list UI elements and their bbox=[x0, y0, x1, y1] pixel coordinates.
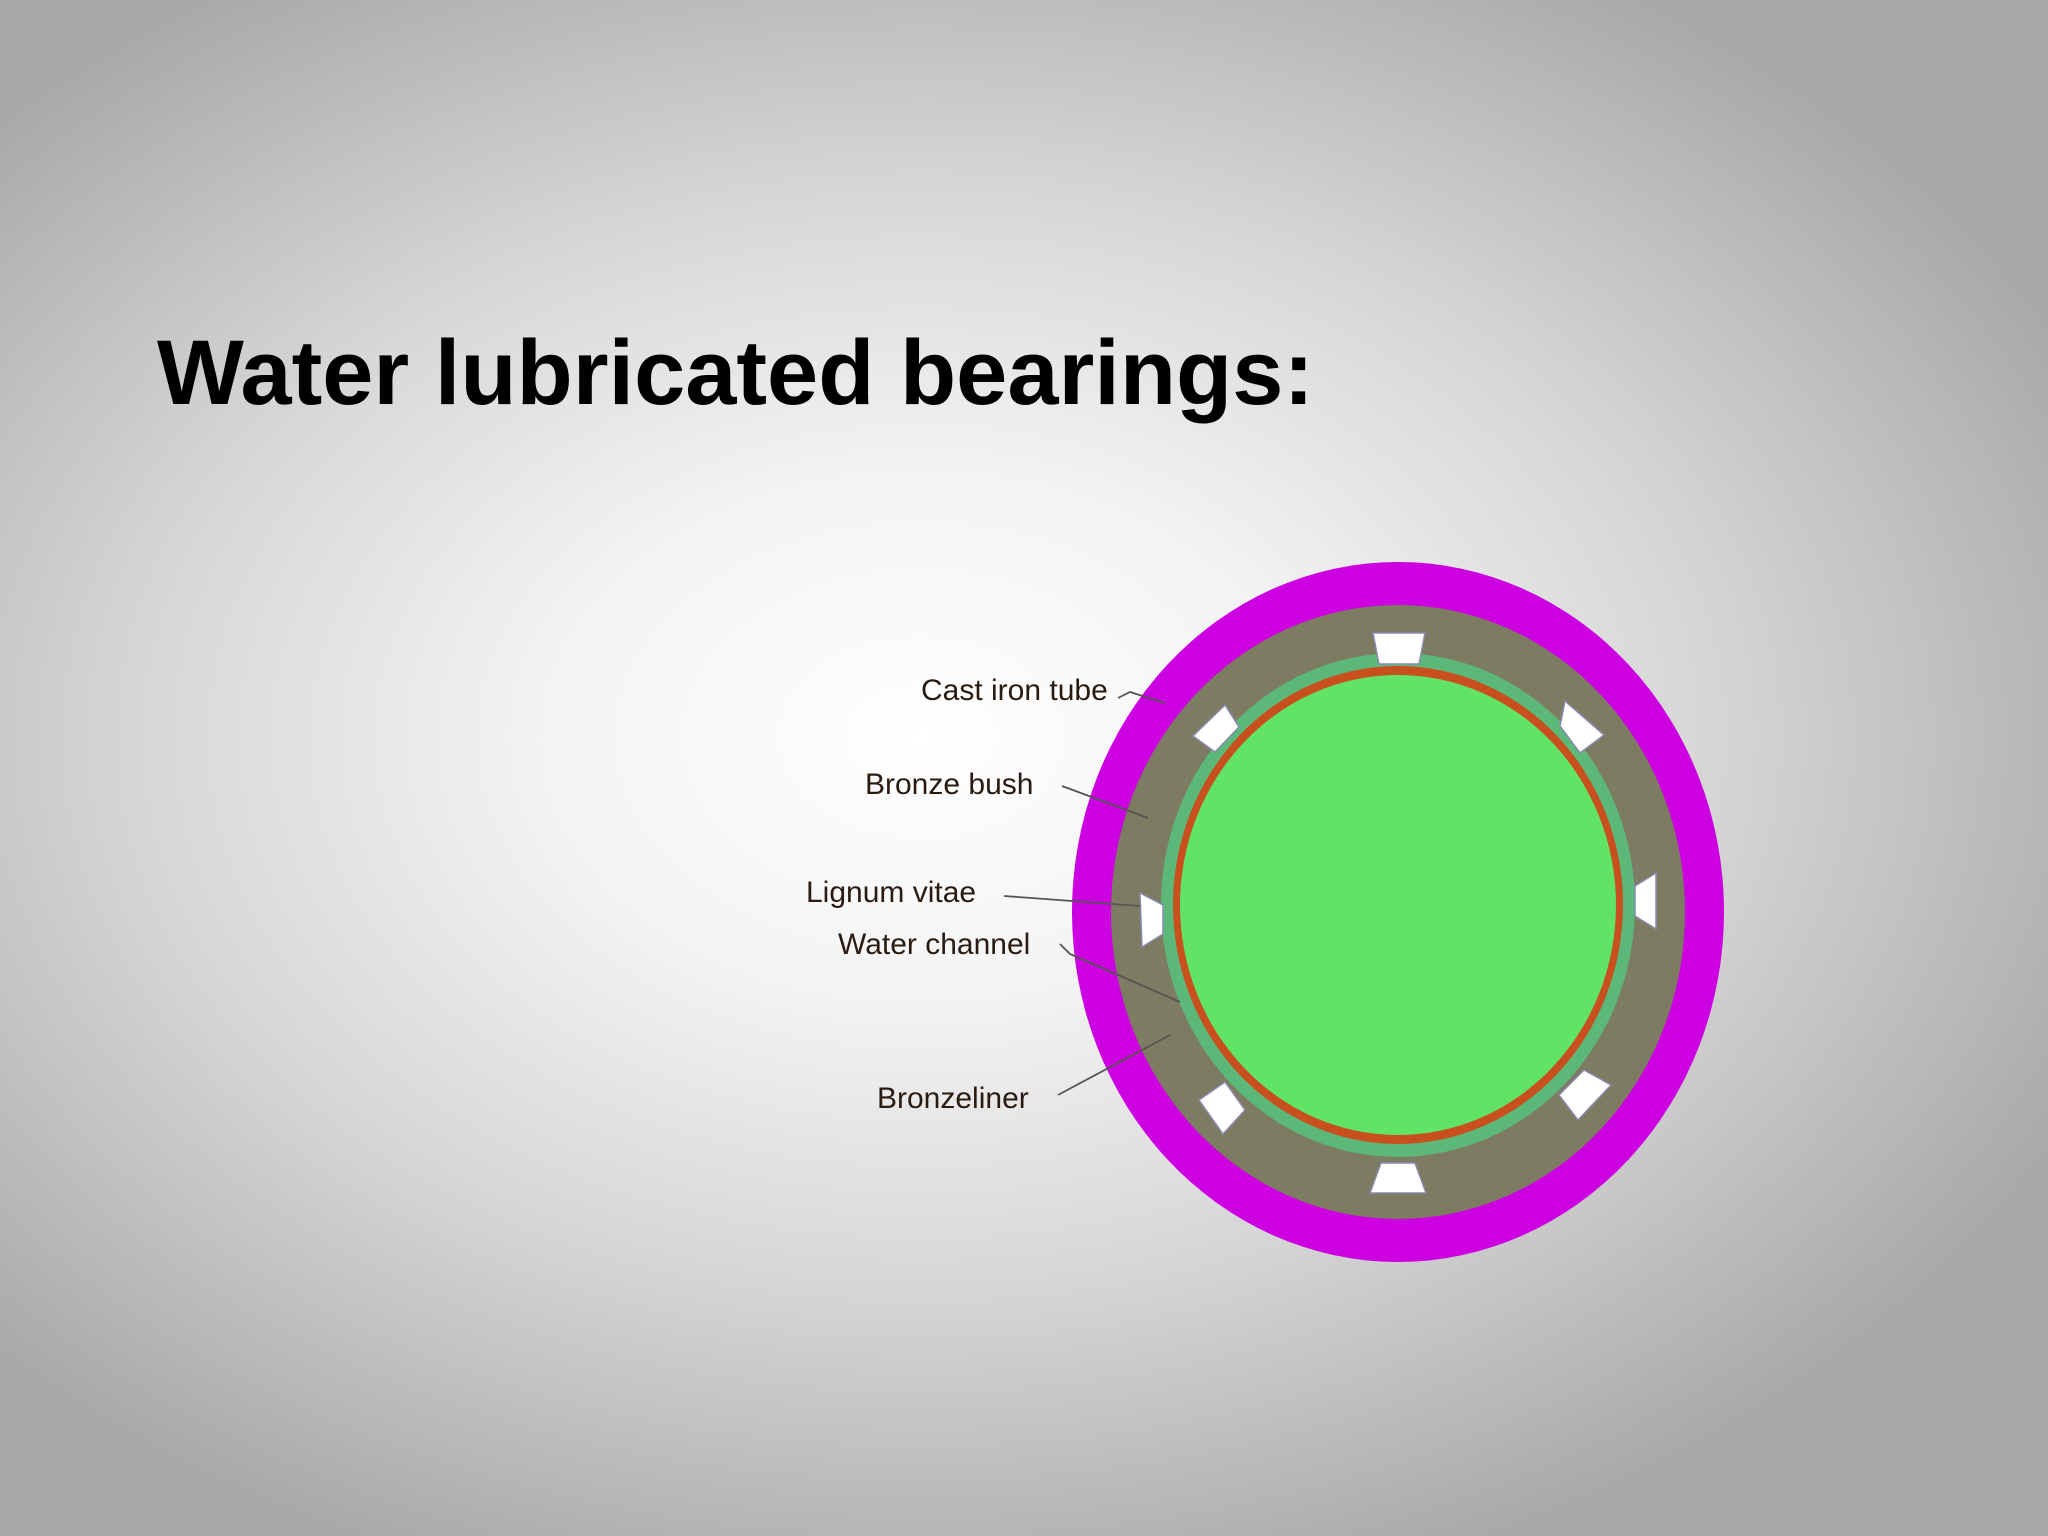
water-channel bbox=[1559, 699, 1606, 755]
label-bronze-bush: Bronze bush bbox=[865, 768, 1033, 801]
slide-title: Water lubricated bearings: bbox=[157, 322, 1315, 424]
leader-line-bronze-bush bbox=[1061, 785, 1149, 819]
shaft bbox=[1180, 675, 1616, 1135]
label-lignum-vitae: Lignum vitae bbox=[806, 876, 976, 909]
water-channel bbox=[1372, 632, 1426, 665]
label-bronze-liner: Bronzeliner bbox=[877, 1082, 1029, 1115]
water-channel bbox=[1197, 1080, 1246, 1136]
leader-lines bbox=[1003, 691, 1181, 1096]
water-channel bbox=[1191, 703, 1240, 753]
label-water-channel: Water channel bbox=[838, 928, 1030, 961]
leader-line-lignum-vitae bbox=[1003, 895, 1141, 907]
water-channels bbox=[1139, 632, 1657, 1194]
leader-line-water-channel bbox=[1059, 943, 1181, 1003]
leader-line-cast-iron-tube bbox=[1117, 691, 1166, 704]
water-channel bbox=[1558, 1069, 1613, 1122]
label-cast-iron-tube: Cast iron tube bbox=[921, 674, 1108, 707]
leader-line-bronze-liner bbox=[1057, 1034, 1171, 1096]
water-channel bbox=[1139, 891, 1164, 949]
water-channel bbox=[1368, 1162, 1428, 1194]
water-channel bbox=[1634, 871, 1657, 931]
